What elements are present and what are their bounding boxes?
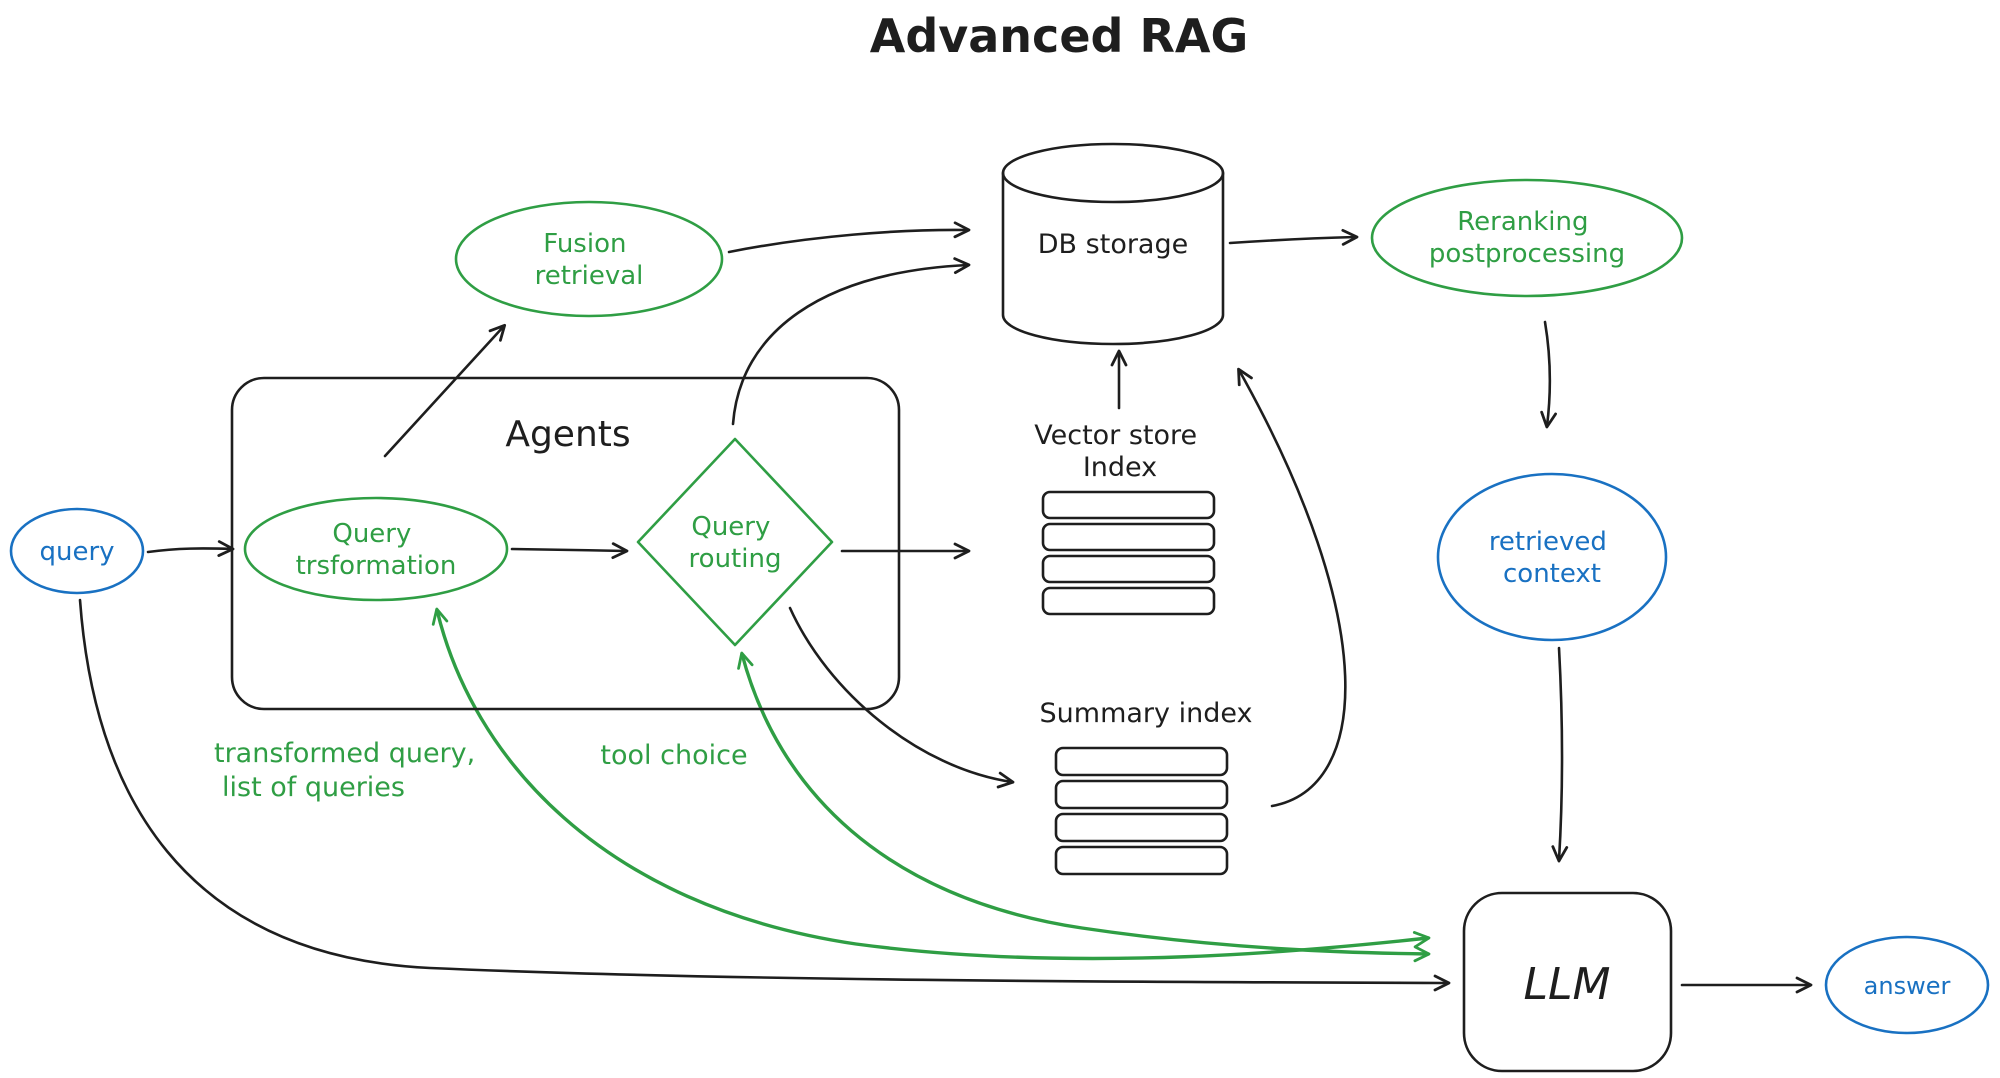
answer-label: answer <box>1864 972 1951 1000</box>
annotation-transformed-query: transformed query, list of queries <box>214 738 484 803</box>
agents-label: Agents <box>505 414 630 455</box>
arrow-reranking-to-retrieved-context <box>1540 320 1557 429</box>
node-reranking: Reranking postprocessing <box>1370 178 1684 298</box>
arrow-retrieved-context-to-llm <box>1551 646 1569 863</box>
reranking-label: Reranking postprocessing <box>1429 207 1625 269</box>
node-query-transformation: Query trsformation <box>243 496 509 602</box>
arrow-fusion-retrieval-to-db-storage <box>727 221 971 254</box>
llm-label: LLM <box>1524 959 1611 1010</box>
node-answer: answer <box>1824 935 1990 1035</box>
arrow-query-to-llm <box>78 598 1451 992</box>
summary-index-row <box>1054 845 1229 876</box>
arrow-transformation-to-routing <box>510 542 629 560</box>
arrow-query-to-transformation <box>146 540 235 557</box>
agents-box <box>230 376 901 711</box>
tool-choice-text: tool choice <box>600 740 747 771</box>
node-query-routing: Query routing <box>636 437 834 647</box>
arrow-db-storage-to-reranking <box>1228 228 1359 246</box>
fusion-retrieval-label: Fusion retrieval <box>535 229 644 291</box>
vector-store-row <box>1041 554 1216 584</box>
query-routing-label: Query routing <box>689 512 782 574</box>
arrow-routing-to-db-storage <box>731 257 971 426</box>
node-summary-index: Summary index <box>1040 698 1253 876</box>
vector-store-row <box>1041 490 1216 520</box>
reranking-ellipse <box>1370 178 1684 298</box>
summary-index-row <box>1054 812 1229 843</box>
node-query: query <box>9 507 145 595</box>
summary-index-row <box>1054 746 1229 777</box>
arrow-routing-to-summary-index <box>788 606 1015 789</box>
summary-index-row <box>1054 779 1229 810</box>
query-transformation-label: Query trsformation <box>296 519 457 581</box>
summary-index-label: Summary index <box>1040 698 1253 729</box>
llm-box <box>1462 891 1673 1073</box>
query-transformation-ellipse <box>243 496 509 602</box>
arrow-summary-index-to-db-storage <box>1237 367 1347 808</box>
vector-store-stack <box>1041 490 1216 616</box>
answer-ellipse <box>1824 935 1990 1035</box>
retrieved-context-ellipse <box>1436 472 1668 642</box>
node-agents: Agents <box>230 376 901 711</box>
arrow-llm-query-routing <box>737 651 1431 963</box>
db-storage-cylinder-body <box>1001 171 1225 346</box>
vector-store-row <box>1041 586 1216 616</box>
node-fusion-retrieval: Fusion retrieval <box>454 200 724 318</box>
arrow-llm-query-transformation <box>431 607 1431 961</box>
node-db-storage: DB storage <box>1001 142 1225 346</box>
diagram-title: Advanced RAG <box>870 9 1249 63</box>
node-vector-store-index: Vector store Index <box>1034 420 1216 616</box>
vector-store-row <box>1041 522 1216 552</box>
node-retrieved-context: retrieved context <box>1436 472 1668 642</box>
transformed-query-text: transformed query, list of queries <box>214 738 484 803</box>
vector-store-index-label: Vector store Index <box>1034 420 1206 483</box>
query-ellipse <box>9 507 145 595</box>
db-storage-cylinder-top <box>1001 142 1225 204</box>
retrieved-context-label: retrieved context <box>1489 527 1615 589</box>
fusion-retrieval-ellipse <box>454 200 724 318</box>
db-storage-label: DB storage <box>1038 229 1188 260</box>
query-routing-diamond <box>636 437 834 647</box>
node-llm: LLM <box>1462 891 1673 1073</box>
summary-index-stack <box>1054 746 1229 876</box>
annotation-tool-choice: tool choice <box>600 740 747 771</box>
arrow-agents-to-fusion-retrieval <box>383 323 507 458</box>
query-label: query <box>39 537 114 567</box>
